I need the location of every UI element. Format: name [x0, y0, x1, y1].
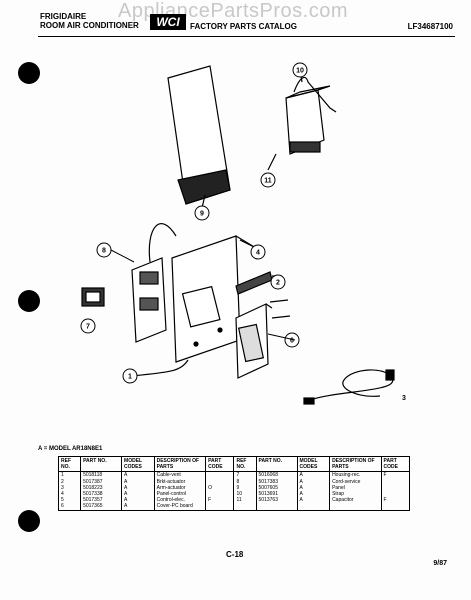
callout-8: 8	[102, 248, 106, 255]
table-cell: F	[205, 497, 235, 504]
callout-4: 4	[256, 250, 260, 257]
header-product: ROOM AIR CONDITIONER	[40, 21, 139, 30]
col-part-no-2: PART NO.	[255, 455, 298, 473]
callout-10: 10	[296, 68, 304, 75]
callout-11: 11	[264, 178, 272, 185]
table-cell: 1	[57, 471, 82, 479]
table-cell	[255, 503, 298, 511]
part-pc-board-cover	[235, 303, 273, 379]
callout-6: 6	[290, 338, 294, 345]
table-cell: O	[205, 484, 235, 492]
table-cell: A	[121, 503, 155, 511]
table-cell: A	[121, 471, 155, 479]
col-ref-no-2: REF NO.	[233, 455, 257, 473]
table-cell: 11	[233, 497, 257, 504]
parts-table: REF NO. PART NO. MODEL CODES DESCRIPTION…	[57, 455, 411, 511]
table-cell	[380, 484, 411, 492]
table-cell: Housing-rec.	[329, 471, 382, 479]
callout-3: 3	[402, 395, 406, 402]
col-part-code-2: PART CODE	[380, 455, 411, 473]
table-cell	[380, 491, 411, 498]
callout-9: 9	[200, 211, 204, 218]
callout-1: 1	[128, 374, 132, 381]
table-cell: 5017387	[80, 478, 123, 485]
part-panel	[167, 65, 231, 209]
table-cell: F	[380, 497, 411, 504]
col-ref-no: REF NO.	[57, 455, 82, 473]
table-cell: 5013763	[255, 497, 298, 504]
parts-table-header: REF NO. PART NO. MODEL CODES DESCRIPTION…	[57, 455, 411, 473]
table-cell: F	[380, 471, 411, 479]
callouts	[80, 62, 308, 384]
header-divider	[38, 36, 455, 37]
table-cell: 5017357	[80, 497, 123, 504]
page-number: C-18	[226, 550, 244, 559]
table-cell: 5018223	[80, 484, 123, 492]
table-cell	[329, 503, 382, 511]
header-catalog-title: FACTORY PARTS CATALOG	[190, 22, 297, 31]
table-cell	[205, 478, 235, 485]
table-cell: 9	[233, 484, 257, 492]
table-cell: 5	[57, 497, 82, 504]
table-cell: 5007605	[255, 484, 298, 492]
exploded-parts-diagram: 10 11 9 8 4 2 7 6 1 3	[80, 62, 406, 405]
table-cell	[380, 478, 411, 485]
table-cell	[205, 491, 235, 498]
header-catalog-code: LF34687100	[407, 22, 453, 31]
table-cell	[296, 503, 331, 511]
print-date: 9/87	[433, 560, 447, 567]
part-cable-vent	[131, 359, 189, 377]
table-cell: A	[296, 471, 331, 479]
table-cell: 6	[57, 503, 82, 511]
col-model-codes: MODEL CODES	[121, 455, 155, 473]
table-cell: Cable-vent	[153, 471, 207, 479]
table-cell	[380, 503, 411, 511]
binder-hole-bottom	[18, 510, 40, 532]
table-cell: 7	[233, 471, 257, 479]
table-cell: 5013691	[255, 491, 298, 498]
table-cell: 8	[233, 478, 257, 485]
col-part-no: PART NO.	[80, 455, 123, 473]
table-cell: 4	[57, 491, 82, 498]
col-part-code: PART CODE	[205, 455, 235, 473]
table-cell: 10	[233, 491, 257, 498]
binder-hole-top	[18, 62, 40, 84]
col-description-2: DESCRIPTION OF PARTS	[329, 455, 382, 473]
part-control-electronic	[131, 223, 177, 343]
table-cell: 3	[57, 484, 82, 492]
table-cell: 2	[57, 478, 82, 485]
table-cell: 5017383	[255, 478, 298, 485]
callout-2: 2	[276, 280, 280, 287]
binder-hole-middle	[18, 290, 40, 312]
part-screws	[269, 299, 291, 319]
part-housing-receptacle	[81, 287, 105, 307]
part-capacitor	[267, 85, 331, 171]
table-cell: 5017338	[80, 491, 123, 498]
table-cell: 5018118	[80, 471, 123, 479]
table-cell: Cover-PC board	[153, 503, 207, 511]
part-panel-control	[171, 235, 257, 363]
header-brand: FRIGIDAIRE	[40, 12, 87, 21]
callout-7: 7	[86, 324, 90, 331]
model-note: A = MODEL AR18N8E1	[38, 446, 103, 452]
table-cell	[205, 503, 235, 511]
col-description: DESCRIPTION OF PARTS	[153, 455, 207, 473]
table-cell	[205, 471, 235, 479]
table-cell: 5016068	[255, 471, 298, 479]
table-cell: 5017365	[80, 503, 123, 511]
wci-logo: WCI	[150, 14, 186, 30]
table-cell	[233, 503, 257, 511]
col-model-codes-2: MODEL CODES	[296, 455, 331, 473]
part-service-cord	[303, 369, 395, 405]
